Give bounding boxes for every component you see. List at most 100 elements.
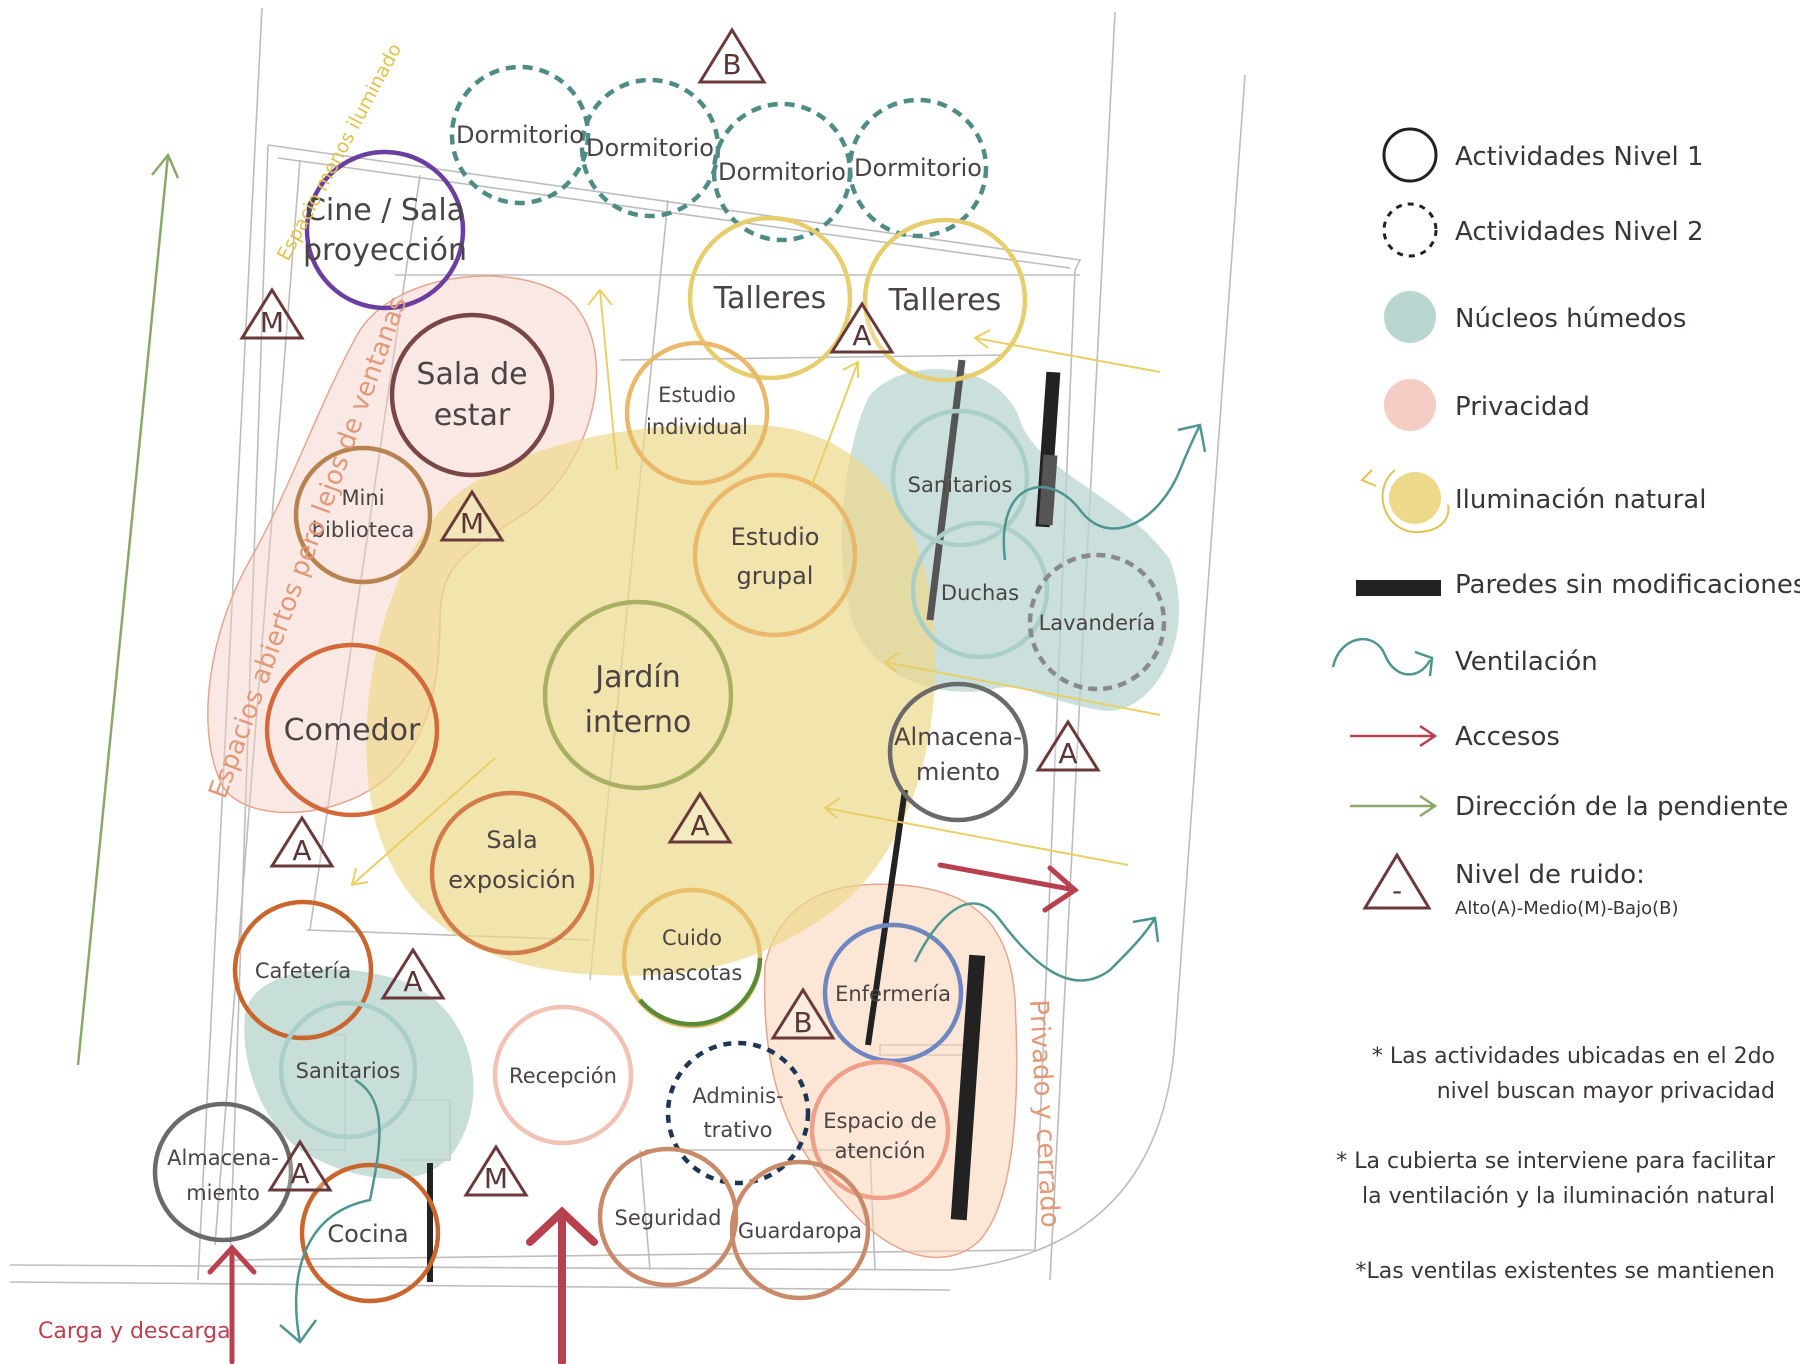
- room-recepcion: [492, 1004, 634, 1146]
- label-estudio-ind-1: Estudio: [658, 383, 736, 407]
- note-1-line-2: nivel buscan mayor privacidad: [1437, 1079, 1775, 1104]
- label-lavanderia: Lavandería: [1039, 611, 1156, 635]
- legend-privacidad-icon: [1384, 379, 1436, 431]
- label-dormitorio-3: Dormitorio: [718, 158, 846, 186]
- legend-pendiente: Dirección de la pendiente: [1455, 792, 1788, 822]
- room-labels: Dormitorio Dormitorio Dormitorio Dormito…: [167, 121, 1155, 1248]
- room-espacio-atencion: [809, 1059, 951, 1201]
- note-2-line-1: * La cubierta se interviene para facilit…: [1336, 1149, 1776, 1174]
- label-almacen-right-2: miento: [916, 758, 1000, 786]
- label-recepcion: Recepción: [509, 1064, 617, 1088]
- label-admin-2: trativo: [703, 1118, 772, 1142]
- noise-letter: A: [1058, 737, 1077, 770]
- noise-letter: A: [690, 809, 709, 842]
- noise-letter: A: [403, 965, 422, 998]
- legend-accesos-icon: [1350, 724, 1438, 748]
- room-talleres-1: [687, 215, 853, 381]
- label-dormitorio-4: Dormitorio: [854, 154, 982, 182]
- legend-ruido-symbol: -: [1392, 874, 1402, 907]
- label-enfermeria: Enfermería: [835, 982, 951, 1006]
- legend-privacidad: Privacidad: [1455, 392, 1590, 422]
- legend-ruido-icon: [1362, 852, 1432, 910]
- room-cine: [304, 149, 466, 311]
- noise-letter: A: [852, 319, 871, 352]
- room-lavanderia: [1027, 552, 1167, 692]
- legend-nivel1: Actividades Nivel 1: [1455, 142, 1704, 172]
- noise-letter: M: [460, 507, 484, 540]
- label-talleres-2: Talleres: [888, 283, 1002, 318]
- room-duchas: [910, 520, 1050, 660]
- label-dormitorio-1: Dormitorio: [456, 121, 584, 149]
- label-almacen-left-2: miento: [186, 1181, 260, 1205]
- legend-nivel2-icon: [1382, 202, 1438, 258]
- note-3: *Las ventilas existentes se mantienen: [1356, 1259, 1775, 1284]
- annotation-privado-cerrado: Privado y cerrado: [1023, 999, 1065, 1229]
- legend-iluminacion-icon: [1389, 472, 1441, 524]
- room-almacenamiento-right: [887, 681, 1029, 823]
- room-dormitorio-4: [847, 97, 989, 239]
- label-almacen-left-1: Almacena-: [167, 1146, 279, 1170]
- access-arrows: [207, 862, 1080, 1364]
- room-seguridad: [597, 1146, 739, 1288]
- label-almacen-right-1: Almacena-: [894, 723, 1022, 751]
- noise-letter: B: [722, 48, 741, 81]
- label-mini-bib-1: Mini: [341, 486, 384, 510]
- room-sala-exposicion: [429, 790, 595, 956]
- note-2-line-2: la ventilación y la iluminación natural: [1362, 1184, 1775, 1209]
- activity-circles: [152, 64, 1167, 1304]
- label-jardin-2: interno: [585, 705, 692, 740]
- label-sala-expo-1: Sala: [486, 826, 537, 854]
- legend-nivel1-icon: [1382, 127, 1438, 183]
- label-estudio-ind-2: individual: [646, 415, 748, 439]
- legend-nucleos-icon: [1384, 291, 1436, 343]
- noise-letter: M: [484, 1162, 508, 1195]
- label-espacio-at-2: atención: [835, 1139, 926, 1163]
- label-cocina: Cocina: [327, 1220, 408, 1248]
- noise-letter: A: [292, 834, 311, 867]
- room-estudio-individual: [624, 340, 770, 486]
- room-comedor: [264, 642, 440, 818]
- label-mini-bib-2: biblioteca: [312, 518, 415, 542]
- room-mini-biblioteca: [293, 445, 433, 585]
- noise-letter: A: [290, 1157, 309, 1190]
- room-guardaropa: [729, 1159, 871, 1301]
- room-sanitarios-bottom: [278, 1000, 418, 1140]
- label-admin-1: Adminis-: [692, 1084, 783, 1108]
- note-1-line-1: * Las actividades ubicadas en el 2do: [1372, 1044, 1775, 1069]
- legend-ventilacion: Ventilación: [1455, 647, 1598, 677]
- label-cuido-1: Cuido: [662, 926, 722, 950]
- label-cuido-2: mascotas: [642, 961, 743, 985]
- label-cafeteria: Cafetería: [255, 959, 351, 983]
- label-talleres-1: Talleres: [713, 281, 827, 316]
- noise-letter: M: [260, 306, 284, 339]
- natural-light-zone: [366, 424, 936, 976]
- legend-nivel2: Actividades Nivel 2: [1455, 217, 1704, 247]
- label-sala-expo-2: exposición: [448, 866, 575, 894]
- label-sala-estar-1: Sala de: [416, 357, 527, 392]
- privacy-zone-right: [763, 883, 1018, 1259]
- room-jardin: [542, 599, 734, 791]
- room-dormitorio-1: [449, 64, 591, 206]
- room-talleres-2: [862, 217, 1028, 383]
- label-guardaropa: Guardaropa: [738, 1219, 862, 1243]
- legend-ventilacion-icon: [1331, 637, 1432, 676]
- legend-paredes-icon: [1356, 580, 1441, 596]
- light-arrows: [350, 288, 1161, 887]
- label-dormitorio-2: Dormitorio: [586, 134, 714, 162]
- legend-ruido-sub: Alto(A)-Medio(M)-Bajo(B): [1455, 898, 1679, 919]
- noise-letters: B M A M A A A A B A M: [260, 48, 1078, 1195]
- label-seguridad: Seguridad: [615, 1206, 722, 1230]
- label-sanitarios-top: Sanitarios: [908, 473, 1013, 497]
- room-dormitorio-2: [579, 77, 721, 219]
- label-cine-1: Cine / Sala: [305, 193, 465, 228]
- legend-nucleos: Núcleos húmedos: [1455, 304, 1686, 334]
- label-comedor: Comedor: [284, 713, 421, 748]
- room-administrativo: [665, 1040, 811, 1186]
- noise-triangles: [239, 27, 1101, 1197]
- ventilation-arrows: [279, 423, 1207, 1344]
- label-duchas: Duchas: [941, 581, 1019, 605]
- room-cafeteria: [232, 899, 374, 1041]
- slope-arrow: [76, 152, 180, 1066]
- legend-accesos: Accesos: [1455, 722, 1560, 752]
